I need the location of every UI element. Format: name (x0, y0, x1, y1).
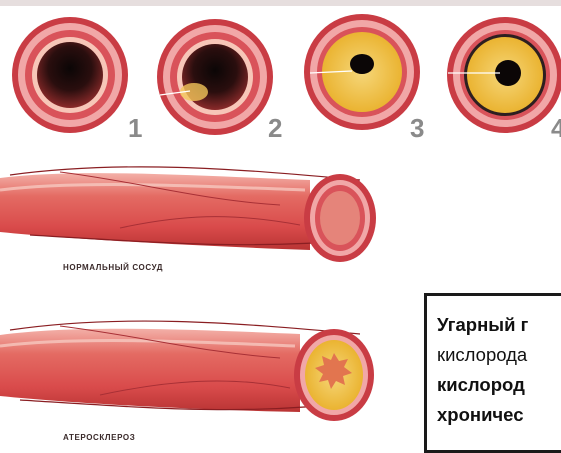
text-line-3: кислород (437, 370, 561, 400)
atherosclerosis-vessel (0, 321, 374, 421)
text-line-4: хроничес (437, 400, 561, 430)
stage-number-3: 3 (410, 113, 424, 144)
cross-section-2 (157, 19, 273, 135)
cross-section-4 (447, 17, 561, 133)
text-line-1: Угарный г (437, 310, 561, 340)
text-line-2: кислорода (437, 340, 561, 370)
cross-section-3 (304, 14, 420, 130)
text-box: Угарный г кислорода кислород хроничес (424, 293, 561, 453)
cross-section-1 (12, 17, 128, 133)
stage-number-2: 2 (268, 113, 282, 144)
normal-vessel (0, 167, 376, 262)
normal-vessel-label: НОРМАЛЬНЫЙ СОСУД (63, 263, 163, 272)
stage-number-4: 4 (551, 113, 561, 144)
stage-number-1: 1 (128, 113, 142, 144)
atherosclerosis-label: АТЕРОСКЛЕРОЗ (63, 433, 135, 442)
